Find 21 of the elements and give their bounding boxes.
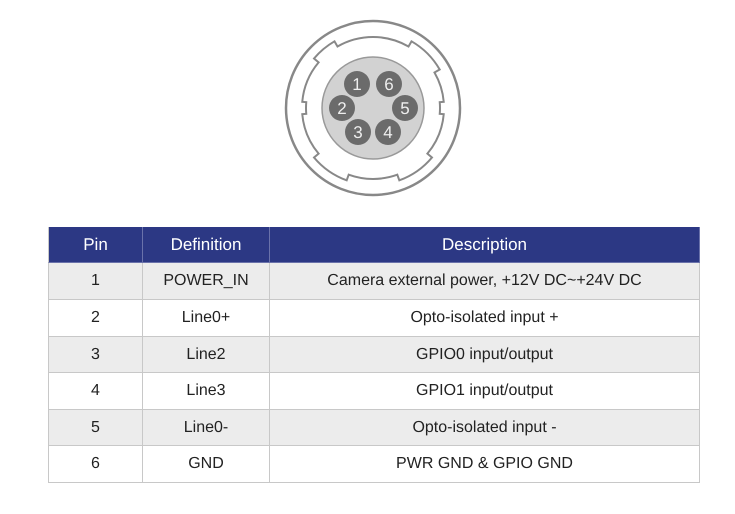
table-cell: 2 — [48, 300, 143, 337]
table-header-cell: Definition — [143, 227, 270, 263]
table-cell: GPIO1 input/output — [270, 373, 700, 410]
table-cell: Line3 — [143, 373, 270, 410]
table-cell: POWER_IN — [143, 263, 270, 300]
table-cell: PWR GND & GPIO GND — [270, 446, 700, 483]
table-header-cell: Description — [270, 227, 700, 263]
table-cell: 5 — [48, 410, 143, 446]
table-header-cell: Pin — [48, 227, 143, 263]
table-cell: Line0- — [143, 410, 270, 446]
table-cell: 1 — [48, 263, 143, 300]
table-cell: 4 — [48, 373, 143, 410]
table-cell: Line2 — [143, 337, 270, 373]
table-cell: Opto-isolated input - — [270, 410, 700, 446]
table-cell: Camera external power, +12V DC~+24V DC — [270, 263, 700, 300]
table-cell: GND — [143, 446, 270, 483]
table-cell: 3 — [48, 337, 143, 373]
table-cell: 6 — [48, 446, 143, 483]
table-cell: GPIO0 input/output — [270, 337, 700, 373]
table-cell: Line0+ — [143, 300, 270, 337]
table-cell: Opto-isolated input + — [270, 300, 700, 337]
